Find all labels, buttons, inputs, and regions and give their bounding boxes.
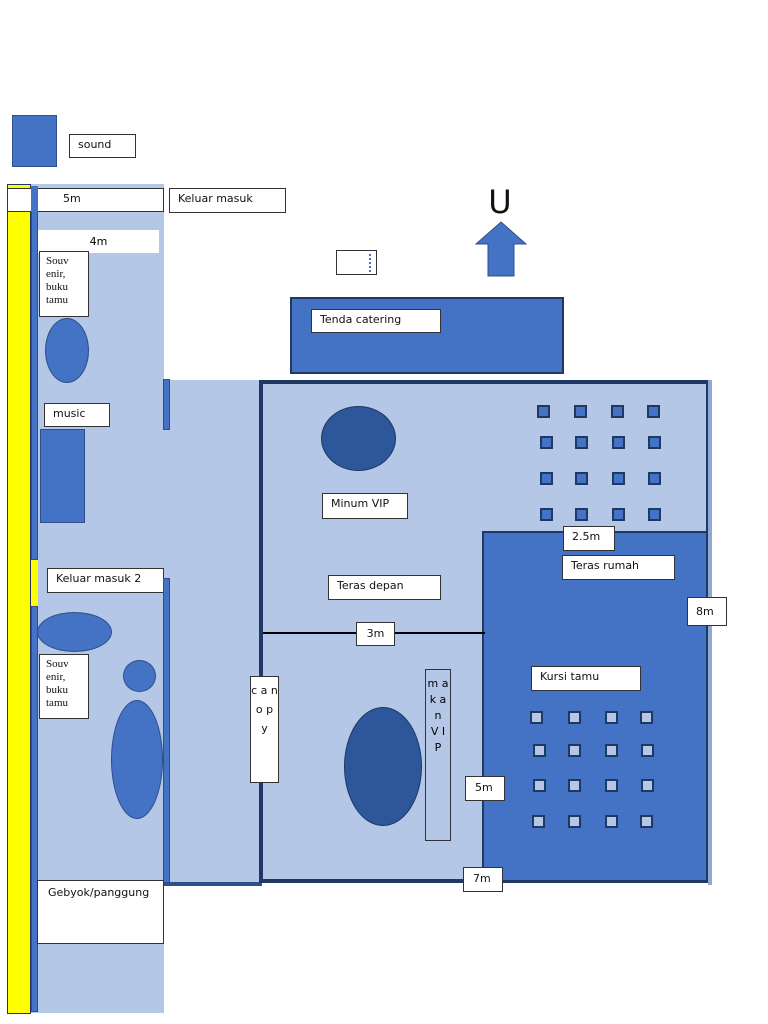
connector-bottom-edge	[164, 882, 262, 886]
seat	[648, 436, 661, 449]
seat	[641, 779, 654, 792]
seat	[575, 508, 588, 521]
wall-strip-top	[31, 186, 38, 560]
seat	[568, 711, 581, 724]
seat	[540, 436, 553, 449]
yellow-wall	[7, 184, 31, 1014]
sound-speaker	[12, 115, 57, 167]
seat	[532, 815, 545, 828]
seat	[605, 779, 618, 792]
left-corridor	[31, 184, 164, 1013]
kursi-tamu-label: Kursi tamu	[531, 666, 641, 691]
souvenir-table-2	[37, 612, 112, 652]
seat	[533, 779, 546, 792]
seat	[611, 405, 624, 418]
seat	[647, 405, 660, 418]
seat	[575, 436, 588, 449]
canopy-label: c a n o p y	[250, 676, 279, 783]
north-label: U	[488, 183, 512, 221]
round-table-small	[123, 660, 156, 692]
seat	[568, 744, 581, 757]
seat	[612, 472, 625, 485]
seat	[648, 472, 661, 485]
seat	[641, 744, 654, 757]
seat	[605, 815, 618, 828]
makan-vip-label: m a k a n V I P	[425, 669, 451, 841]
seat	[640, 711, 653, 724]
seat	[640, 815, 653, 828]
teras-rumah-area	[482, 531, 708, 882]
souvenir-table-1	[45, 318, 89, 383]
north-arrow-icon	[474, 221, 528, 277]
seat	[533, 744, 546, 757]
long-oval-table	[111, 700, 163, 819]
minum-vip-label: Minum VIP	[322, 493, 408, 519]
seat	[574, 405, 587, 418]
souvenir-table-1-label: Souv enir, buku tamu	[39, 251, 89, 317]
seat	[568, 779, 581, 792]
music-stage	[40, 429, 85, 523]
tenda-catering-label: Tenda catering	[311, 309, 441, 333]
main-area-shadow-right	[708, 380, 712, 885]
seat	[575, 472, 588, 485]
seven-m-label: 7m	[463, 867, 503, 892]
divider-post	[163, 379, 170, 430]
keluar-masuk-label: Keluar masuk	[169, 188, 286, 213]
makan-vip-table	[344, 707, 422, 826]
five-m-right-label: 5m	[465, 776, 505, 801]
guest-seat-grid	[530, 711, 660, 831]
two-five-m-label: 2.5m	[563, 526, 615, 551]
inner-wall	[163, 578, 170, 886]
front-seat-grid	[536, 403, 666, 523]
connector-area	[164, 380, 262, 885]
seat	[648, 508, 661, 521]
seat	[605, 711, 618, 724]
seat	[568, 815, 581, 828]
seat	[530, 711, 543, 724]
teras-rumah-label: Teras rumah	[562, 555, 675, 580]
eight-m-label: 8m	[687, 597, 727, 626]
seat	[540, 472, 553, 485]
seat	[612, 508, 625, 521]
seat	[537, 405, 550, 418]
three-m-label: 3m	[356, 622, 395, 646]
small-box-dots	[369, 254, 373, 272]
teras-depan-label: Teras depan	[328, 575, 441, 600]
seat	[540, 508, 553, 521]
minum-vip-table	[321, 406, 396, 471]
yellow-gap	[31, 560, 38, 606]
four-m-label: 4m	[38, 230, 159, 253]
wall-strip-bottom	[31, 606, 38, 1012]
entrance-strip	[31, 186, 38, 212]
seat	[612, 436, 625, 449]
music-label: music	[44, 403, 110, 427]
keluar-masuk-2-label: Keluar masuk 2	[47, 568, 164, 593]
seat	[605, 744, 618, 757]
gebyok-stage: Gebyok/panggung	[37, 880, 164, 944]
sound-label: sound	[69, 134, 136, 158]
souvenir-table-2-label: Souv enir, buku tamu	[39, 654, 89, 719]
